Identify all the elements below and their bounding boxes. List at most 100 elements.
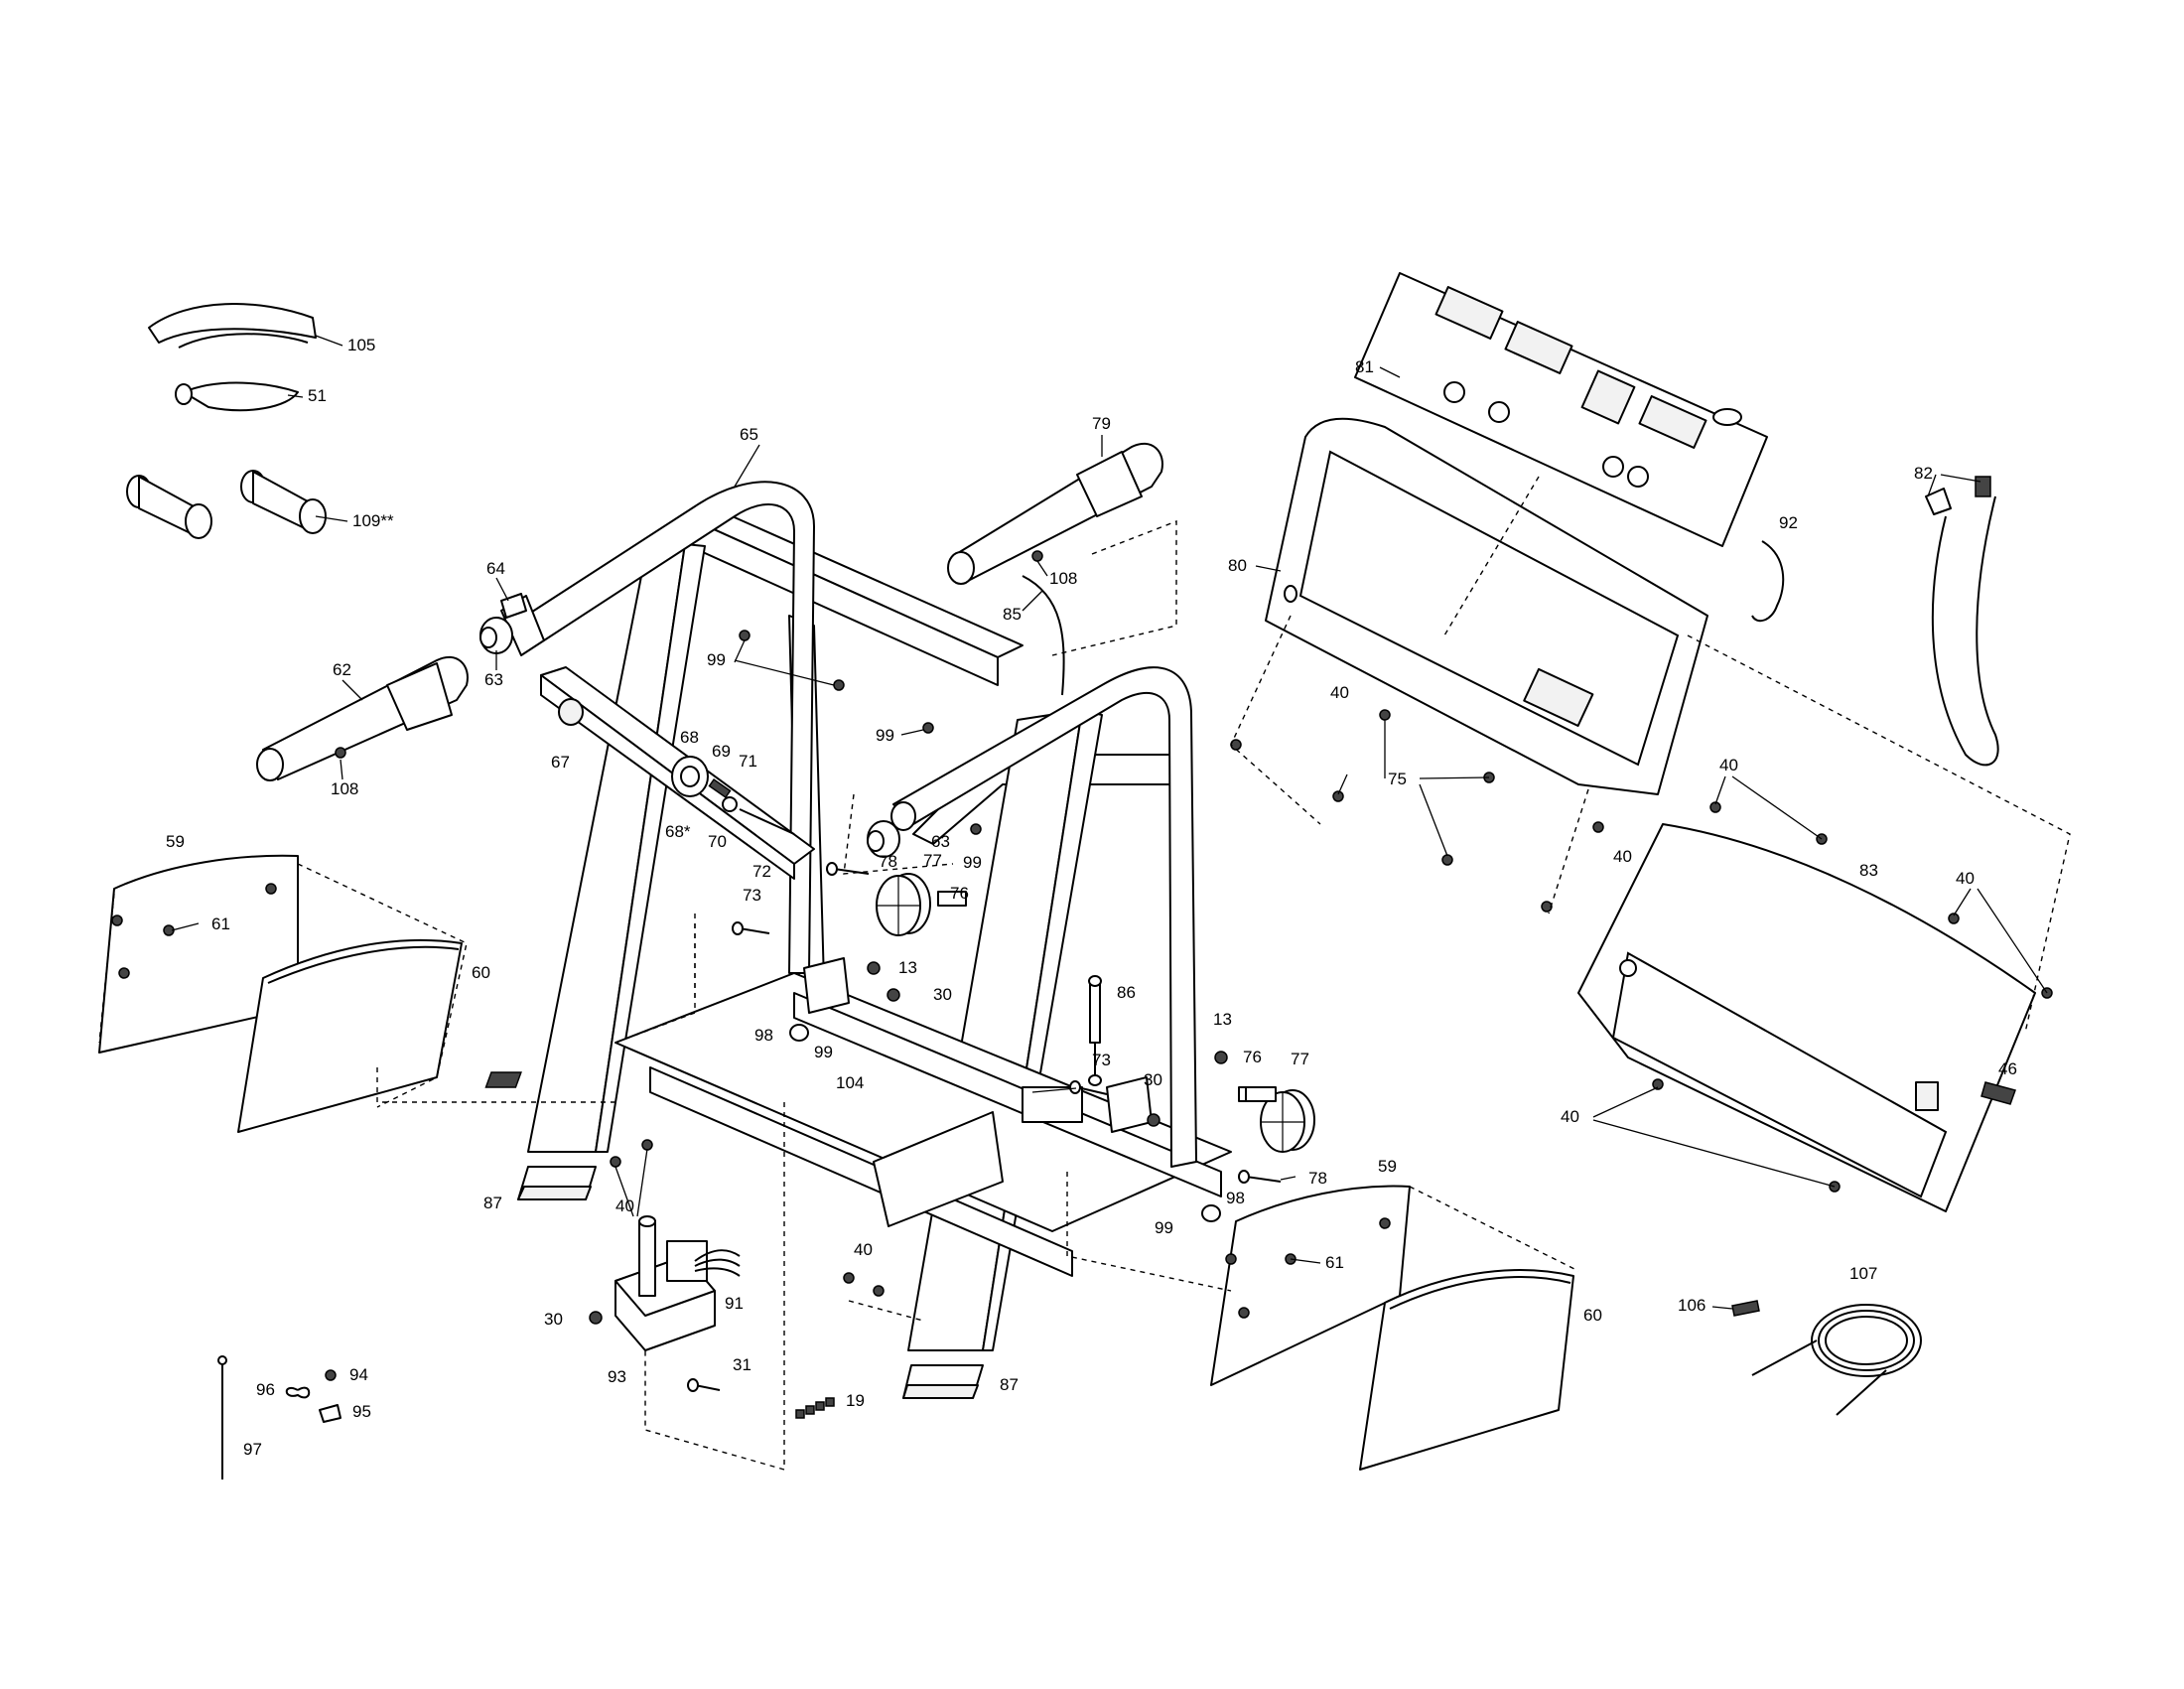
callout-92: 92 <box>1779 513 1798 532</box>
side-cover-60-right <box>1359 1269 1574 1471</box>
end-cap-63 <box>479 617 900 858</box>
callout-64: 64 <box>486 559 505 578</box>
callout-77: 77 <box>1291 1050 1309 1068</box>
callout-60: 60 <box>1583 1306 1602 1325</box>
callout-13: 13 <box>1213 1010 1232 1029</box>
callout-78: 78 <box>1308 1169 1327 1188</box>
screw-94 <box>325 1369 337 1381</box>
callout-75: 75 <box>1388 770 1407 788</box>
wheel-77-rear <box>876 873 967 936</box>
callout-80: 80 <box>1228 556 1247 575</box>
callout-68: 68 <box>680 728 699 747</box>
callout-76: 76 <box>1243 1048 1262 1066</box>
callout-40: 40 <box>1330 683 1349 702</box>
callout-106: 106 <box>1678 1296 1706 1315</box>
pin-76 <box>1245 1086 1277 1102</box>
wheel-77-front <box>1238 1086 1315 1153</box>
callout-59: 59 <box>1378 1157 1397 1176</box>
callout-83: 83 <box>1859 861 1878 880</box>
callout-40: 40 <box>1561 1107 1579 1126</box>
callout-99: 99 <box>707 650 726 669</box>
side-cover-60-left <box>237 938 463 1133</box>
callout-81: 81 <box>1355 357 1374 376</box>
callout-73: 73 <box>743 886 761 905</box>
power-cord-107 <box>1751 1304 1922 1416</box>
callout-40: 40 <box>854 1240 873 1259</box>
callout-59: 59 <box>166 832 185 851</box>
decal-104 <box>484 1071 522 1088</box>
callout-70: 70 <box>708 832 727 851</box>
washer-98-front <box>1201 1204 1221 1222</box>
bolts <box>687 862 1282 1392</box>
callout-60: 60 <box>472 963 490 982</box>
callout-99: 99 <box>876 726 894 745</box>
side-cover-59-left <box>98 854 299 1054</box>
callout-99: 99 <box>1155 1218 1173 1237</box>
callout-95: 95 <box>352 1402 371 1421</box>
callout-91: 91 <box>725 1294 744 1313</box>
callout-40: 40 <box>1719 756 1738 774</box>
callout-46: 46 <box>1998 1059 2017 1078</box>
callout-96: 96 <box>256 1380 275 1399</box>
weights-109 <box>126 470 327 539</box>
callout-87: 87 <box>1000 1375 1019 1394</box>
callout-77: 77 <box>923 851 942 870</box>
callout-108: 108 <box>1049 569 1077 588</box>
callout-40: 40 <box>1956 869 1975 888</box>
callout-13: 13 <box>898 958 917 977</box>
wire-harness-92 <box>1751 540 1785 623</box>
callout-109: 109** <box>352 511 394 530</box>
callout-68-star: 68* <box>665 822 691 841</box>
wheel-bracket-rear <box>803 957 850 1014</box>
plug-106 <box>1731 1300 1760 1317</box>
shock-86 <box>1088 975 1102 1086</box>
grommets-19 <box>795 1397 835 1419</box>
side-cover-59-right <box>1210 1185 1411 1386</box>
callout-63: 63 <box>931 832 950 851</box>
wire-85 <box>1022 575 1065 696</box>
callout-104: 104 <box>836 1073 864 1092</box>
callout-99: 99 <box>963 853 982 872</box>
callout-31: 31 <box>733 1355 751 1374</box>
callout-78: 78 <box>879 852 897 871</box>
callout-51: 51 <box>308 386 327 405</box>
callout-19: 19 <box>846 1391 865 1410</box>
callout-67: 67 <box>551 753 570 772</box>
upright-frame <box>527 505 1232 1351</box>
console-frame-80 <box>1265 417 1708 795</box>
callout-73: 73 <box>1092 1051 1111 1069</box>
assembly-guide-lines <box>297 476 2071 1471</box>
callout-62: 62 <box>333 660 351 679</box>
callout-61: 61 <box>1325 1253 1344 1272</box>
callout-99: 99 <box>814 1043 833 1061</box>
chest-strap-51 <box>175 381 299 412</box>
nuts <box>589 961 1228 1325</box>
callout-61: 61 <box>211 915 230 933</box>
lift-motor-91 <box>614 1215 741 1351</box>
callout-69: 69 <box>712 742 731 761</box>
callout-98: 98 <box>754 1026 773 1045</box>
callout-107: 107 <box>1849 1264 1877 1283</box>
chest-strap-105 <box>148 303 317 349</box>
callout-30: 30 <box>1144 1070 1162 1089</box>
callout-105: 105 <box>347 336 375 354</box>
callout-65: 65 <box>740 425 758 444</box>
callout-40: 40 <box>615 1196 634 1215</box>
callout-63: 63 <box>484 670 503 689</box>
callout-94: 94 <box>349 1365 368 1384</box>
callout-leaders <box>171 335 2048 1310</box>
callout-93: 93 <box>608 1367 626 1386</box>
washer-98-rear <box>789 1024 809 1042</box>
leveling-feet <box>517 1166 984 1399</box>
handgrip-62 <box>256 655 469 781</box>
clip-95 <box>319 1404 341 1423</box>
callout-labels: 105 51 109** 65 64 63 62 108 79 108 85 9… <box>166 336 2017 1459</box>
callout-40: 40 <box>1613 847 1632 866</box>
handgrip-79 <box>947 442 1163 585</box>
callout-79: 79 <box>1092 414 1111 433</box>
callout-30: 30 <box>933 985 952 1004</box>
motor-hood-83 <box>1577 823 2036 1212</box>
callout-82: 82 <box>1914 464 1933 483</box>
